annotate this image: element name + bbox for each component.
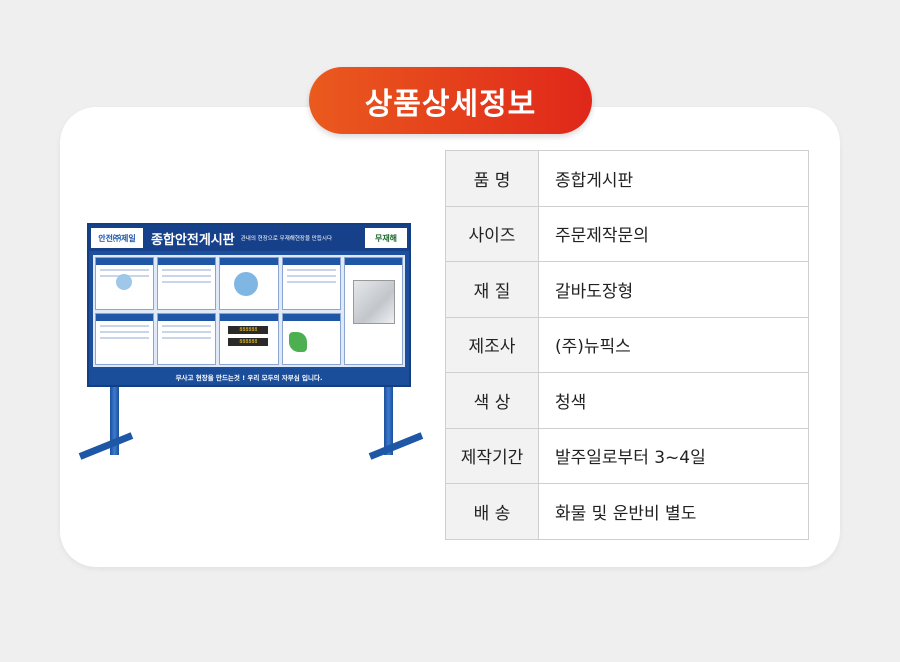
spec-value: 발주일로부터 3~4일 xyxy=(538,427,809,484)
spec-value: 청색 xyxy=(538,372,809,429)
right-post xyxy=(384,355,393,455)
spec-value: 화물 및 운반비 별도 xyxy=(538,483,809,540)
board-header: 안전㈜제일 종합안전게시판 관내의 현장으로 무재해현장을 만듭시다 무재해 xyxy=(89,225,409,251)
left-post xyxy=(110,355,119,455)
board-subtitle: 관내의 현장으로 무재해현장을 만듭시다 xyxy=(240,236,333,242)
board-title: 종합안전게시판 xyxy=(151,232,235,248)
board-slogan: 무사고 현장을 만드는것 ! 우리 모두의 자부심 입니다. xyxy=(89,369,409,385)
board-panel xyxy=(95,312,155,365)
board-panel xyxy=(281,257,341,310)
right-foot xyxy=(368,432,424,460)
table-row: 배 송 화물 및 운반비 별도 xyxy=(445,483,809,540)
spec-key: 품 명 xyxy=(445,150,539,207)
table-row: 재 질 갈바도장형 xyxy=(445,261,809,318)
counter-display: 888888 xyxy=(228,337,269,346)
board-panel xyxy=(281,312,341,365)
board-panel xyxy=(95,257,155,310)
board-panels: 888888 888888 xyxy=(93,255,405,367)
spec-key: 사이즈 xyxy=(445,205,539,262)
board-panel xyxy=(157,312,217,365)
spec-key: 배 송 xyxy=(445,483,539,540)
board-panel xyxy=(219,257,279,310)
page-title: 상품상세정보 xyxy=(309,67,592,134)
accident-counter-panel: 888888 888888 xyxy=(219,312,279,365)
spec-key: 제작기간 xyxy=(445,427,539,484)
counter-display: 888888 xyxy=(228,325,269,334)
board-panel xyxy=(157,257,217,310)
spec-key: 색 상 xyxy=(445,372,539,429)
spec-value: 종합게시판 xyxy=(538,150,809,207)
table-row: 제작기간 발주일로부터 3~4일 xyxy=(445,427,809,484)
mirror xyxy=(352,280,395,324)
spec-key: 제조사 xyxy=(445,316,539,373)
left-foot xyxy=(78,432,134,460)
spec-value: 갈바도장형 xyxy=(538,261,809,318)
table-row: 품 명 종합게시판 xyxy=(445,150,809,207)
spec-value: 주문제작문의 xyxy=(538,205,809,262)
board-frame: 안전㈜제일 종합안전게시판 관내의 현장으로 무재해현장을 만듭시다 무재해 8… xyxy=(87,223,411,387)
board-logo-right: 무재해 xyxy=(365,228,407,248)
product-image-bulletin-board: 안전㈜제일 종합안전게시판 관내의 현장으로 무재해현장을 만듭시다 무재해 8… xyxy=(70,205,430,467)
spec-value: (주)뉴픽스 xyxy=(538,316,809,373)
table-row: 제조사 (주)뉴픽스 xyxy=(445,316,809,373)
board-logo-left: 안전㈜제일 xyxy=(91,228,143,248)
spec-key: 재 질 xyxy=(445,261,539,318)
mirror-panel xyxy=(343,257,404,365)
spec-table: 품 명 종합게시판 사이즈 주문제작문의 재 질 갈바도장형 제조사 (주)뉴픽… xyxy=(445,150,809,540)
table-row: 색 상 청색 xyxy=(445,372,809,429)
table-row: 사이즈 주문제작문의 xyxy=(445,205,809,262)
